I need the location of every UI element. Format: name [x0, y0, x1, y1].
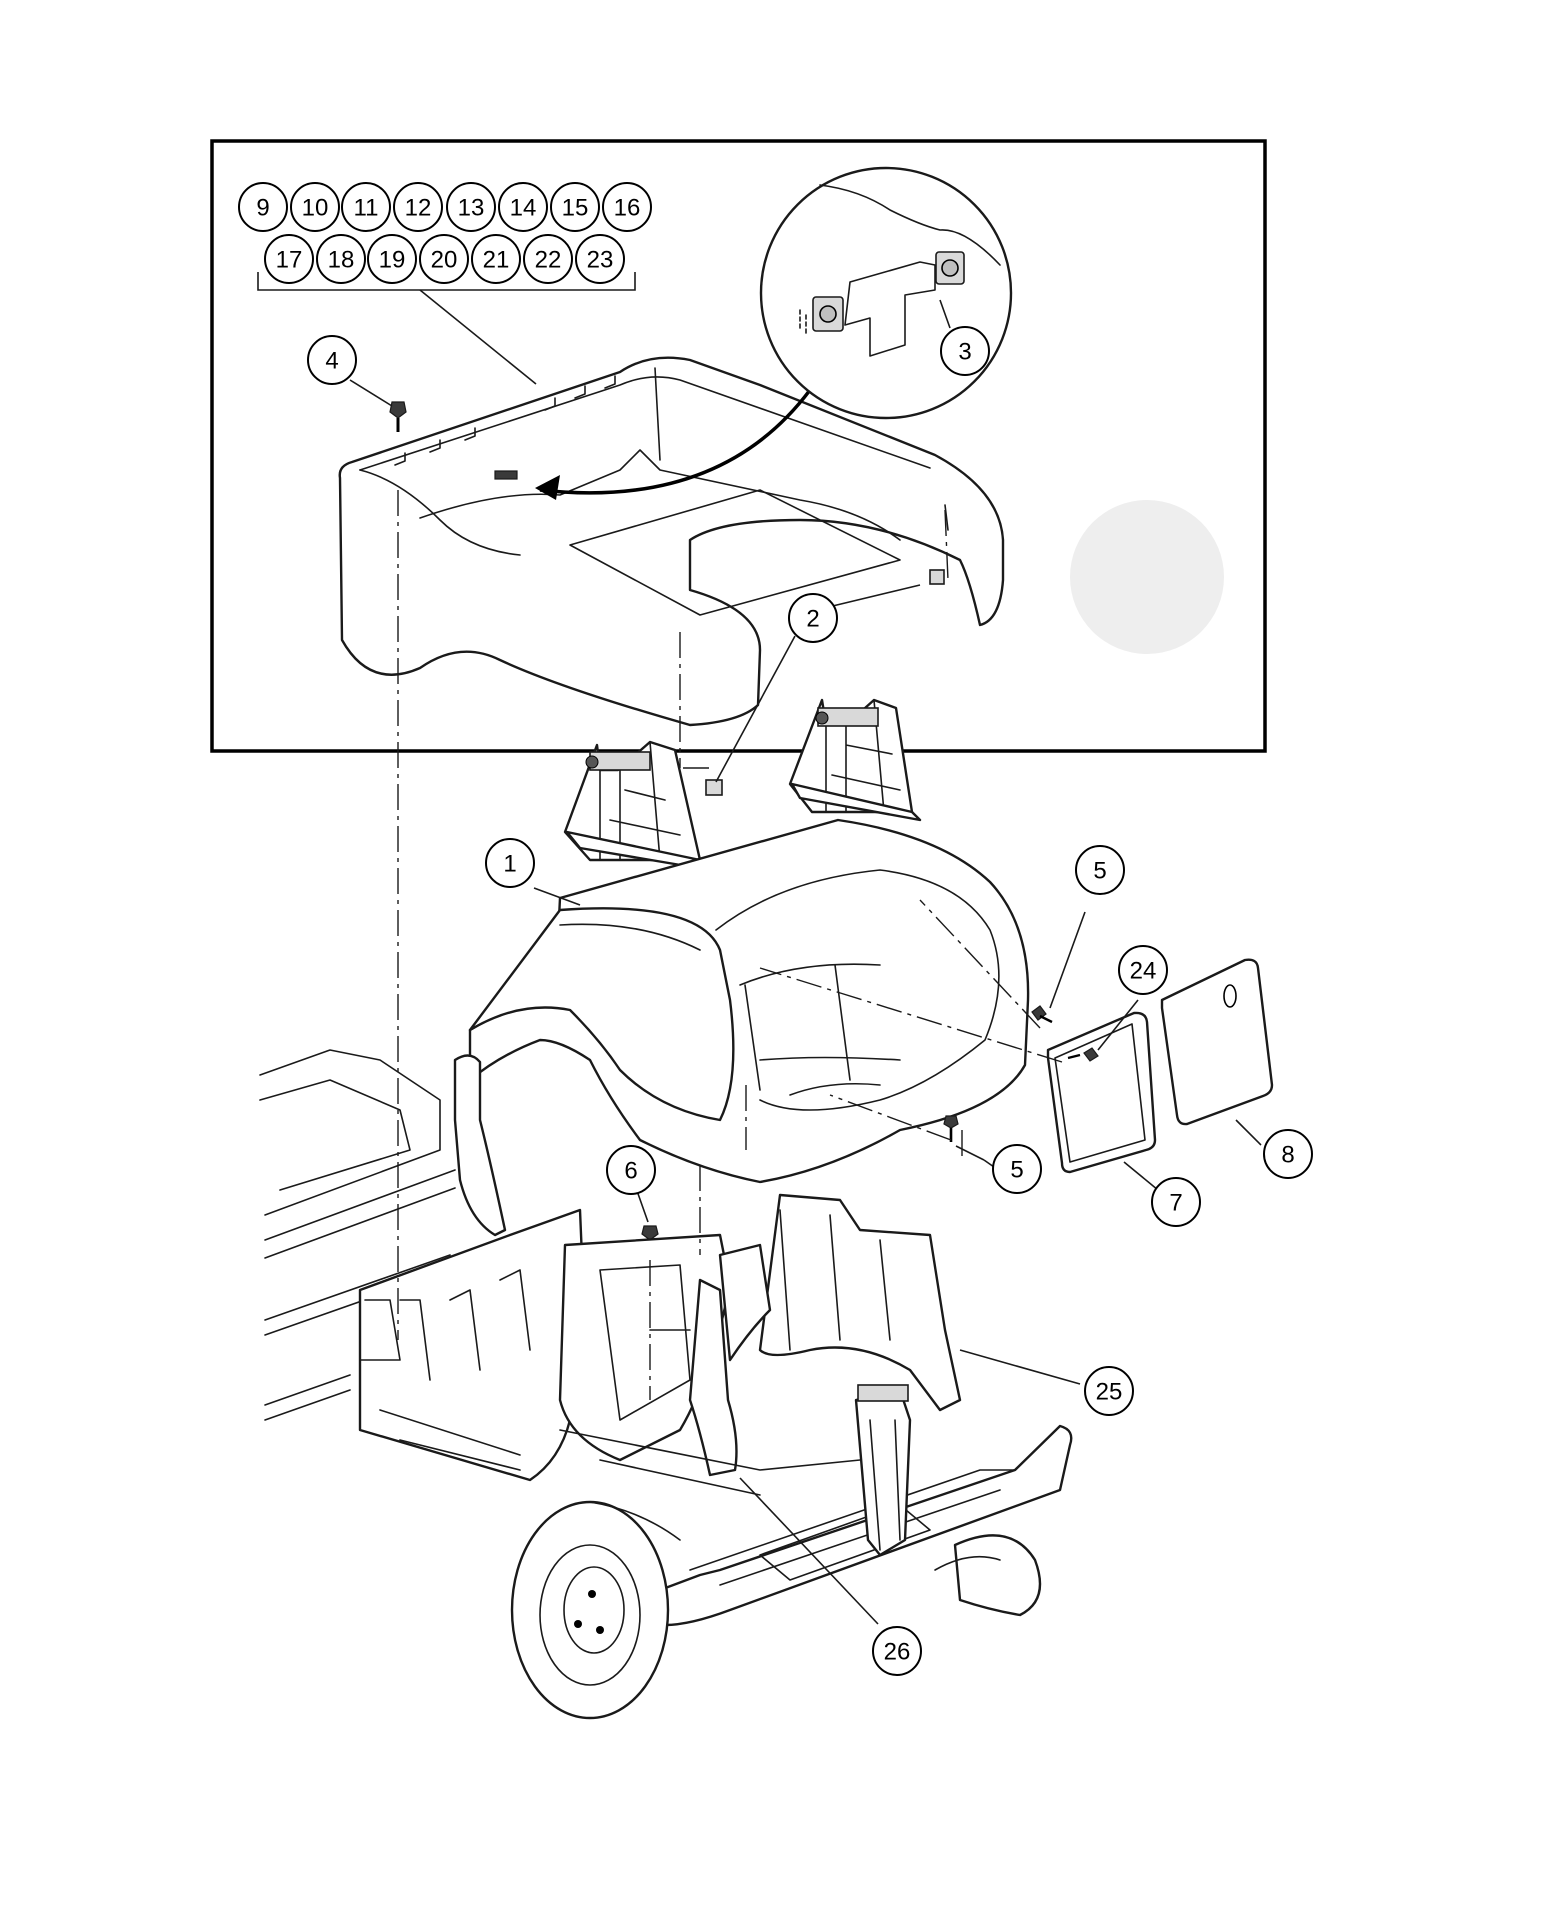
callout-24: 24 — [1118, 945, 1168, 995]
screw-5-top — [1031, 1005, 1053, 1024]
callout-6: 6 — [606, 1145, 656, 1195]
callout-3: 3 — [940, 326, 990, 376]
bracket-right — [788, 698, 922, 822]
callout-18: 18 — [316, 234, 366, 284]
callout-12: 12 — [393, 182, 443, 232]
clip-2 — [705, 779, 723, 796]
callout-15: 15 — [550, 182, 600, 232]
callout-14: 14 — [498, 182, 548, 232]
callout-16: 16 — [602, 182, 652, 232]
callout-7-label: 7 — [1169, 1190, 1182, 1217]
screw-4 — [389, 401, 407, 432]
callout-1-label: 1 — [503, 851, 516, 878]
callout-25-label: 25 — [1096, 1379, 1123, 1406]
callout-5-top: 5 — [1075, 845, 1125, 895]
seat-back-support — [338, 356, 1005, 727]
callout-21-label: 21 — [483, 247, 510, 274]
callout-5-top-label: 5 — [1093, 858, 1106, 885]
callout-11: 11 — [341, 182, 391, 232]
callout-26-label: 26 — [884, 1639, 911, 1666]
callout-24-label: 24 — [1130, 958, 1157, 985]
callout-14-label: 14 — [510, 195, 537, 222]
rear-body — [453, 818, 1030, 1237]
panel-8 — [1160, 958, 1274, 1126]
callout-22: 22 — [523, 234, 573, 284]
callout-13-label: 13 — [458, 195, 485, 222]
screw-24 — [1067, 1047, 1099, 1062]
callout-5-bottom: 5 — [992, 1144, 1042, 1194]
callout-1: 1 — [485, 838, 535, 888]
callout-5-bottom-label: 5 — [1010, 1157, 1023, 1184]
callout-17: 17 — [264, 234, 314, 284]
callout-20-label: 20 — [431, 247, 458, 274]
callout-20: 20 — [419, 234, 469, 284]
callout-4-label: 4 — [325, 348, 338, 375]
panel-7 — [1046, 1011, 1157, 1174]
callout-10-label: 10 — [302, 195, 329, 222]
watermark-circle — [1070, 500, 1224, 654]
callout-8-label: 8 — [1281, 1142, 1294, 1169]
callout-23: 23 — [575, 234, 625, 284]
bracket-left — [563, 740, 712, 872]
callout-11-label: 11 — [354, 195, 379, 222]
rear-wheel-right — [934, 1534, 1042, 1617]
callout-6-label: 6 — [624, 1158, 637, 1185]
callout-8: 8 — [1263, 1129, 1313, 1179]
callout-16-label: 16 — [614, 195, 641, 222]
callout-15-label: 15 — [562, 195, 589, 222]
callout-21: 21 — [471, 234, 521, 284]
callout-18-label: 18 — [328, 247, 355, 274]
detail-magnifier — [759, 166, 1013, 420]
callout-3-label: 3 — [958, 339, 971, 366]
callout-23-label: 23 — [587, 247, 614, 274]
rear-wheel-left — [510, 1500, 681, 1720]
callout-13: 13 — [446, 182, 496, 232]
callout-17-label: 17 — [276, 247, 303, 274]
callout-9-label: 9 — [256, 195, 269, 222]
callout-9: 9 — [238, 182, 288, 232]
callout-19: 19 — [367, 234, 417, 284]
cart-chassis — [259, 1049, 1073, 1627]
callout-7: 7 — [1151, 1177, 1201, 1227]
inset-frame — [210, 139, 1267, 753]
callout-25: 25 — [1084, 1366, 1134, 1416]
callout-22-label: 22 — [535, 247, 562, 274]
callout-2-label: 2 — [806, 606, 819, 633]
callout-4: 4 — [307, 335, 357, 385]
callout-12-label: 12 — [405, 195, 432, 222]
callout-2: 2 — [788, 593, 838, 643]
callout-19-label: 19 — [379, 247, 406, 274]
leader-lines — [257, 272, 1262, 1625]
assembly-centerlines — [397, 490, 1063, 1400]
callout-10: 10 — [290, 182, 340, 232]
callout-26: 26 — [872, 1626, 922, 1676]
